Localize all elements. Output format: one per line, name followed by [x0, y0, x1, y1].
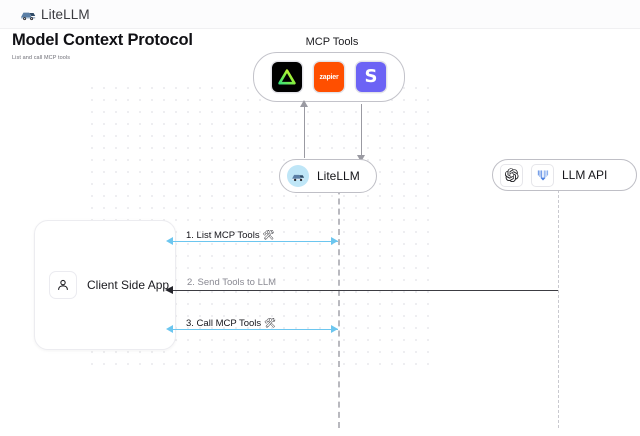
stripe-letter: S: [364, 66, 378, 87]
mcp-to-litellm-arrowhead-icon: [299, 100, 308, 107]
message-2-arrowhead-left-icon: [165, 285, 173, 294]
brand-name: LiteLLM: [41, 6, 90, 22]
message-1-line: [170, 241, 338, 242]
page-subtitle: List and call MCP tools: [12, 55, 71, 61]
llm-api-node[interactable]: LLM API: [492, 159, 637, 191]
message-3-text: 3. Call MCP Tools: [186, 318, 262, 329]
page-title: Model Context Protocol: [12, 31, 193, 49]
message-1-label: 1. List MCP Tools 🛠: [186, 230, 274, 241]
message-2-label: 2. Send Tools to LLM: [187, 277, 276, 288]
top-bar: LiteLLM: [0, 0, 640, 29]
llm-api-node-label: LLM API: [562, 168, 608, 182]
anthropic-logo-icon: [531, 163, 554, 187]
tools-emoji-icon-1: 🛠: [262, 230, 275, 241]
message-2-line: [170, 290, 558, 291]
mcp-to-litellm-arrow-line: [304, 104, 305, 158]
message-1-arrowhead-right-icon: [331, 237, 338, 245]
user-person-icon: [49, 271, 77, 299]
message-2-text: 2. Send Tools to LLM: [187, 277, 277, 288]
litellm-node-label: LiteLLM: [317, 169, 360, 183]
openai-logo-icon: [500, 163, 523, 187]
client-side-app-label: Client Side App: [87, 278, 170, 292]
mcp-tools-group[interactable]: zapier S: [253, 52, 405, 102]
brand[interactable]: LiteLLM: [0, 7, 90, 22]
message-1-arrowhead-left-icon: [166, 237, 173, 245]
mcp-lifeline: [338, 168, 340, 428]
litellm-truck-logo-icon: [20, 8, 36, 21]
tools-emoji-icon-3: 🛠: [263, 318, 276, 329]
message-1-text: 1. List MCP Tools: [186, 230, 260, 241]
message-3-arrowhead-right-icon: [331, 325, 338, 333]
litellm-to-mcp-arrow-line: [361, 104, 362, 158]
client-side-app-box[interactable]: Client Side App: [34, 220, 176, 350]
message-3-line: [170, 329, 338, 330]
litellm-avatar-icon: [287, 165, 309, 187]
llm-api-lifeline: [558, 190, 559, 428]
page-heading-block: Model Context Protocol List and call MCP…: [12, 30, 193, 62]
litellm-to-mcp-arrowhead-icon: [356, 155, 365, 162]
stripe-tool-icon[interactable]: S: [356, 62, 386, 92]
message-3-arrowhead-left-icon: [166, 325, 173, 333]
linear-tool-icon[interactable]: [272, 62, 302, 92]
zapier-tool-icon[interactable]: zapier: [314, 62, 344, 92]
litellm-node[interactable]: LiteLLM: [279, 159, 377, 193]
zapier-wordmark: zapier: [319, 73, 339, 81]
message-3-label: 3. Call MCP Tools 🛠: [186, 318, 276, 329]
canvas-fade-bottom: [0, 366, 640, 436]
mcp-tools-label: MCP Tools: [305, 36, 359, 48]
